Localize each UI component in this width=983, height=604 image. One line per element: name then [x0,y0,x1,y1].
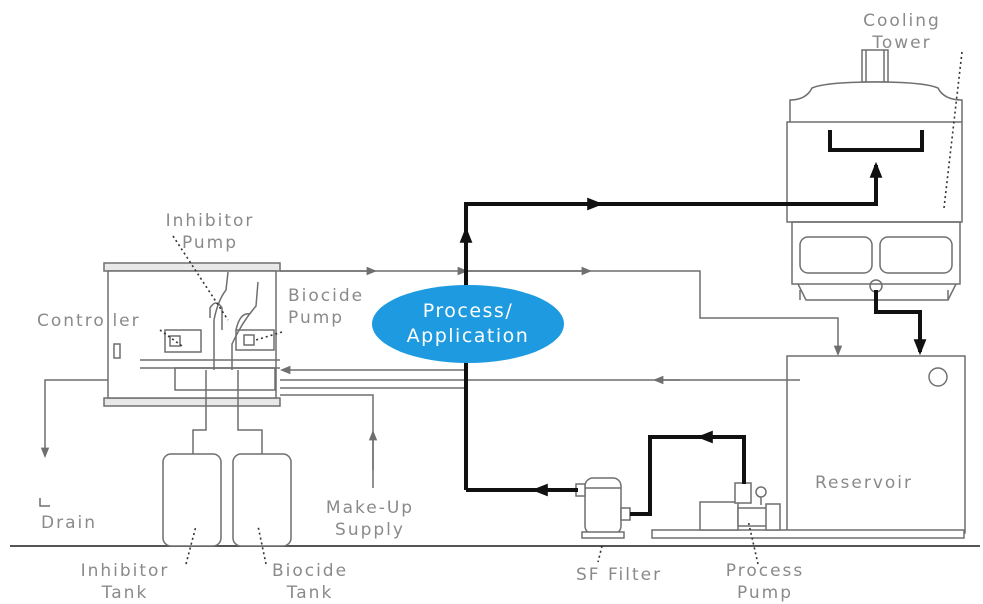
biocide-pump-label: Biocide Pump [288,285,364,329]
process-lines [39,266,843,507]
inhibitor-tank-label-line2: Tank [101,583,149,603]
heavy-piping [459,130,927,516]
process-pump-label-line2: Pump [736,583,794,603]
leader-lines [159,51,963,565]
process-application-bubble: Process/ Application [372,285,564,363]
biocide-tank-label-line1: Biocide [271,561,349,581]
chemical-lines [192,271,263,454]
biocide-pump-label-line1: Biocide [288,286,365,306]
drain-label: Drain [41,513,97,533]
cooling-tower-label-line2: Tower [872,33,932,53]
sf-filter-label: SF Filter [576,565,663,585]
process-application-line1: Process/ [422,300,514,322]
make-up-supply-label-line2: Supply [335,520,405,540]
biocide-pump-label-line2: Pump [288,308,345,328]
process-pump-label-line1: Process [725,561,805,581]
biocide-tank-label: Biocide Tank [250,560,370,604]
inhibitor-pump-label-line1: Inhibitor [165,211,255,231]
inhibitor-pump-label-line2: Pump [181,233,239,253]
process-pump-skid [651,482,965,539]
make-up-supply-label-line1: Make-Up [325,498,415,518]
cooling-tower-label-line1: Cooling [863,11,941,31]
biocide-tank-label-line2: Tank [286,583,334,603]
reservoir-label: Reservoir [815,473,913,493]
inhibitor-pump-label: Inhibitor Pump [140,210,280,254]
cooling-tower-label: Cooling Tower [832,10,972,54]
chemical-tanks [162,453,292,547]
inhibitor-tank-label: Inhibitor Tank [60,560,190,604]
controller-label: Controller [37,311,141,331]
make-up-supply-label: Make-Up Supply [300,497,440,541]
process-pump-label: Process Pump [700,560,830,604]
sf-filter [575,477,631,539]
controller-cabinet [103,262,281,407]
reservoir-tank [786,355,966,534]
process-application-line2: Application [406,325,530,347]
inhibitor-tank-label-line1: Inhibitor [80,561,170,581]
